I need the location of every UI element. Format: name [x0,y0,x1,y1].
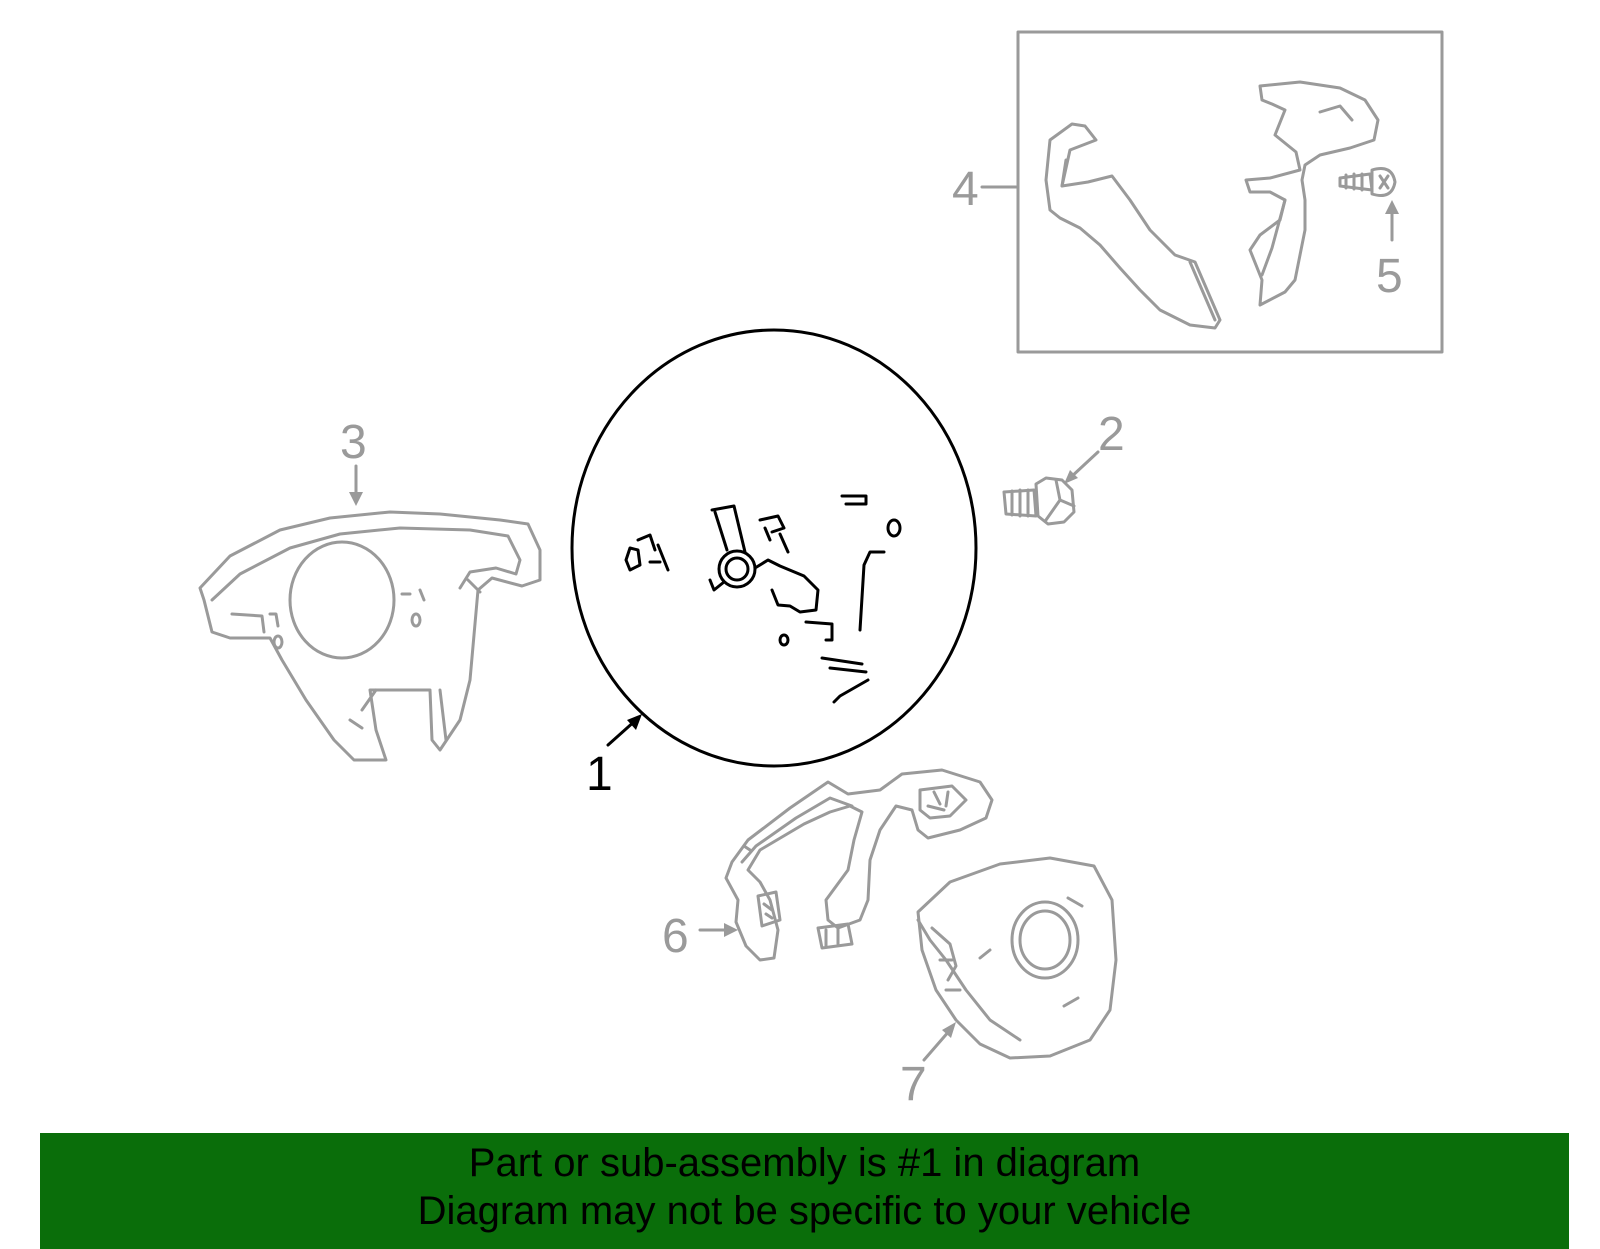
banner-line-1: Part or sub-assembly is #1 in diagram [468,1141,1141,1185]
callout-3: 3 [340,416,367,469]
arrowhead-7 [942,1022,956,1038]
arrowhead-6 [724,923,738,937]
part-2-bolt[interactable] [1002,476,1076,526]
arrowhead-3 [349,492,363,506]
part-3-rear-cover[interactable] [198,510,542,762]
info-banner: Part or sub-assembly is #1 in diagram Di… [40,1133,1569,1249]
banner-line-2: Diagram may not be specific to your vehi… [417,1189,1192,1233]
callout-7: 7 [900,1058,927,1111]
leader-line-7 [922,1028,952,1062]
callout-2: 2 [1098,408,1125,461]
callout-4: 4 [952,163,979,216]
part-7-airbag-module[interactable] [916,856,1118,1060]
part-6-control-switches[interactable] [724,768,994,962]
part-5-screw[interactable] [1338,167,1397,197]
leader-line-2 [1068,450,1100,480]
part-1-steering-wheel[interactable] [570,328,978,768]
part-4-trim-covers[interactable] [1016,30,1444,354]
callout-6: 6 [662,910,689,963]
arrowhead-1 [627,714,642,730]
arrowhead-5 [1385,200,1399,214]
callout-1: 1 [586,748,613,801]
callout-5: 5 [1376,250,1403,303]
arrowhead-2 [1064,470,1078,484]
